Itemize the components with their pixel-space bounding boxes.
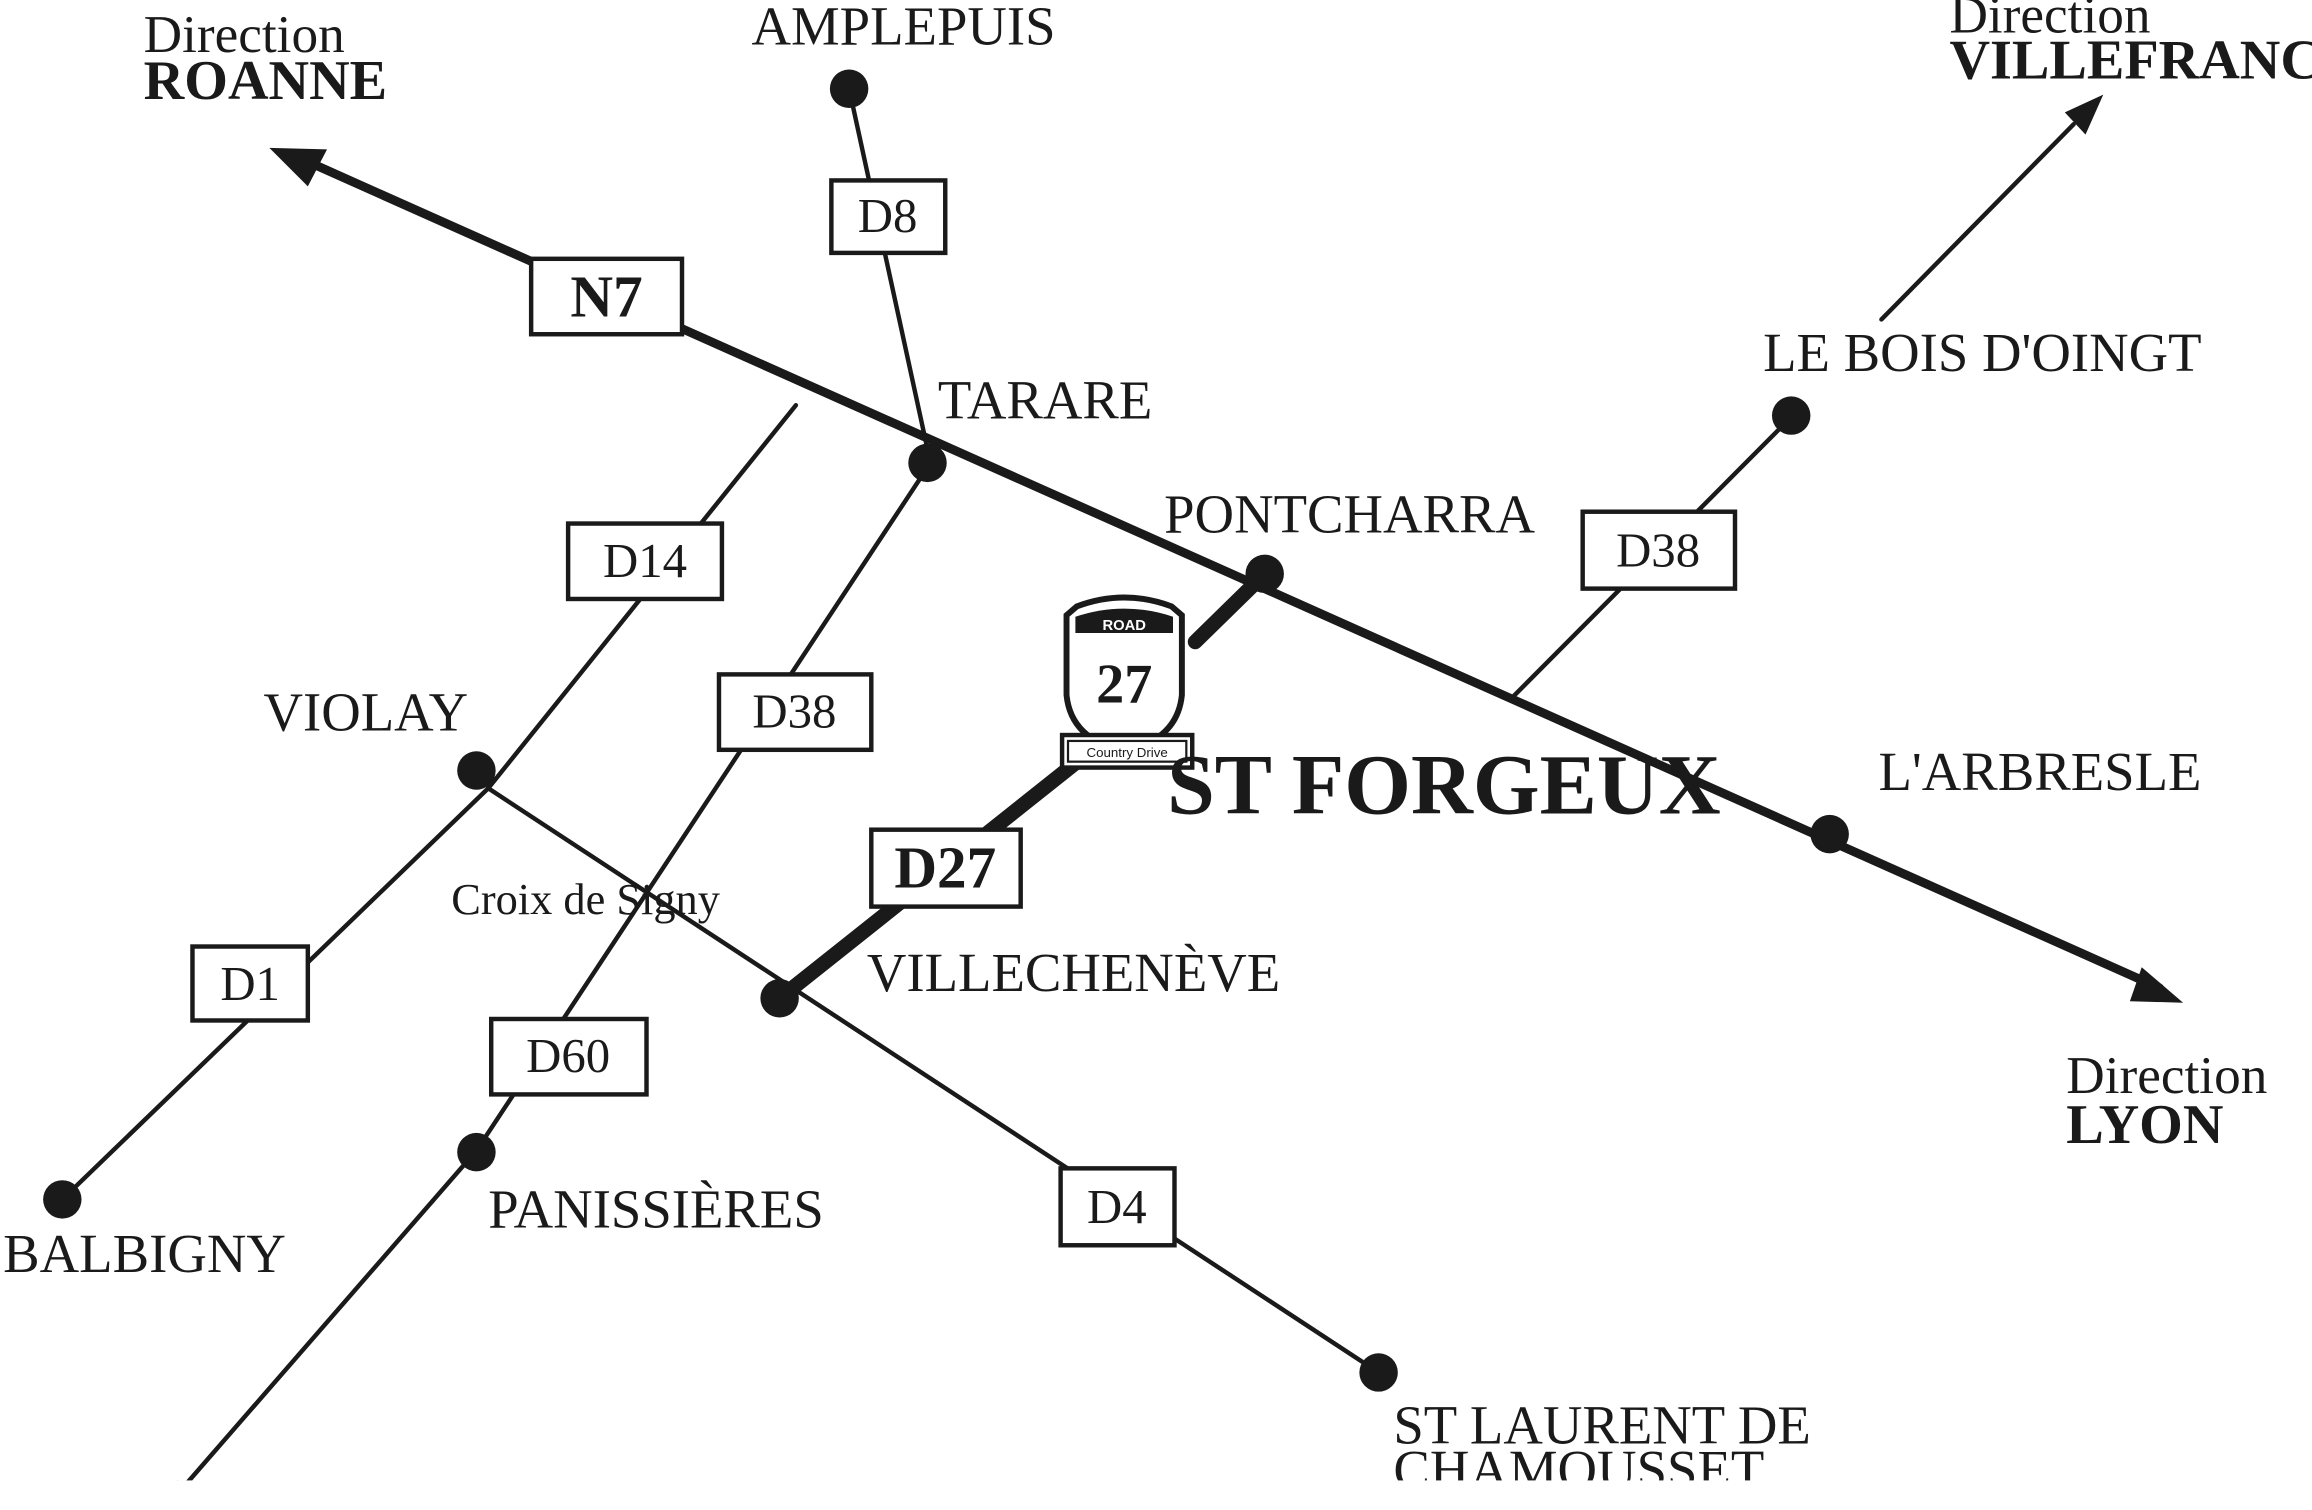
road-label-d4-text: D4: [1087, 1180, 1147, 1234]
shield-number: 27: [1096, 653, 1152, 715]
road-label-d27: D27: [869, 827, 1023, 909]
road-label-d60-text: D60: [526, 1029, 610, 1083]
place-croix-de-signy: Croix de Signy: [451, 874, 720, 924]
destination-st-forgeux: ST FORGEUX: [1167, 737, 1721, 832]
place-tarare: TARARE: [938, 370, 1153, 431]
shield-top-band: [1075, 608, 1174, 633]
place-amplepuis: AMPLEPUIS: [752, 0, 1056, 56]
road-d8-line: [846, 86, 933, 466]
road-label-d38-west-text: D38: [752, 685, 836, 739]
road-label-d60: D60: [488, 1016, 649, 1097]
road-label-d14-text: D14: [603, 534, 687, 588]
place-larbresle: L'ARBRESLE: [1878, 741, 2201, 802]
node-larbresle: [1810, 814, 1849, 854]
place-le-bois-doingt: LE BOIS D'OINGT: [1763, 322, 2201, 383]
road-label-n7-text: N7: [570, 263, 642, 329]
road-label-d8: D8: [829, 178, 948, 256]
arrow-roanne: [269, 147, 328, 187]
node-balbigny: [43, 1180, 82, 1219]
place-violay: VIOLAY: [263, 682, 468, 743]
node-violay: [457, 751, 496, 790]
road-label-d38-west: D38: [716, 672, 874, 753]
node-tarare: [908, 443, 947, 483]
node-pontcharra: [1245, 554, 1284, 594]
place-balbigny: BALBIGNY: [3, 1223, 286, 1284]
road-label-d27-text: D27: [894, 834, 996, 900]
road-label-n7: N7: [528, 256, 685, 337]
road-d60-line: [175, 1148, 479, 1496]
node-amplepuis: [829, 69, 869, 108]
shield-plate-text: Country Drive: [1087, 745, 1168, 760]
road-label-d8-text: D8: [858, 189, 918, 243]
place-panissieres: PANISSIÈRES: [488, 1179, 824, 1240]
road-label-d38-east-text: D38: [1616, 523, 1700, 577]
place-villechenave: VILLECHENÈVE: [867, 942, 1280, 1003]
road-label-d38-east: D38: [1580, 509, 1738, 591]
route-27-shield: ROAD 27 Country Drive: [1059, 594, 1195, 770]
road-villefranche-line: [1879, 122, 2076, 322]
arrow-lyon: [2129, 967, 2184, 1003]
shield-top-text: ROAD: [1102, 618, 1146, 634]
place-pontcharra: PONTCHARRA: [1164, 483, 1535, 544]
arrow-villefranche: [2064, 94, 2104, 135]
direction-villefranche-city: VILLEFRANCHE: [1949, 29, 2312, 91]
road-label-d1: D1: [190, 944, 311, 1023]
road-label-d4: D4: [1058, 1166, 1177, 1248]
road-label-d1-text: D1: [220, 957, 280, 1011]
node-villechenave: [760, 979, 799, 1018]
node-st-laurent: [1359, 1353, 1398, 1392]
direction-villefranche-prefix: Direction: [1949, 0, 2150, 45]
direction-lyon-prefix: Direction: [2066, 1046, 2267, 1105]
road-label-d14: D14: [565, 521, 725, 602]
road-d4-line: [486, 786, 1381, 1375]
place-st-laurent-line1: ST LAURENT DE: [1393, 1394, 1811, 1455]
node-panissieres: [457, 1132, 496, 1172]
direction-lyon-city: LYON: [2066, 1094, 2223, 1156]
node-le-bois-doingt: [1771, 396, 1811, 435]
bottom-edge-mask: [0, 1480, 2312, 1510]
direction-roanne-prefix: Direction: [144, 5, 345, 64]
direction-roanne-city: ROANNE: [144, 50, 388, 112]
